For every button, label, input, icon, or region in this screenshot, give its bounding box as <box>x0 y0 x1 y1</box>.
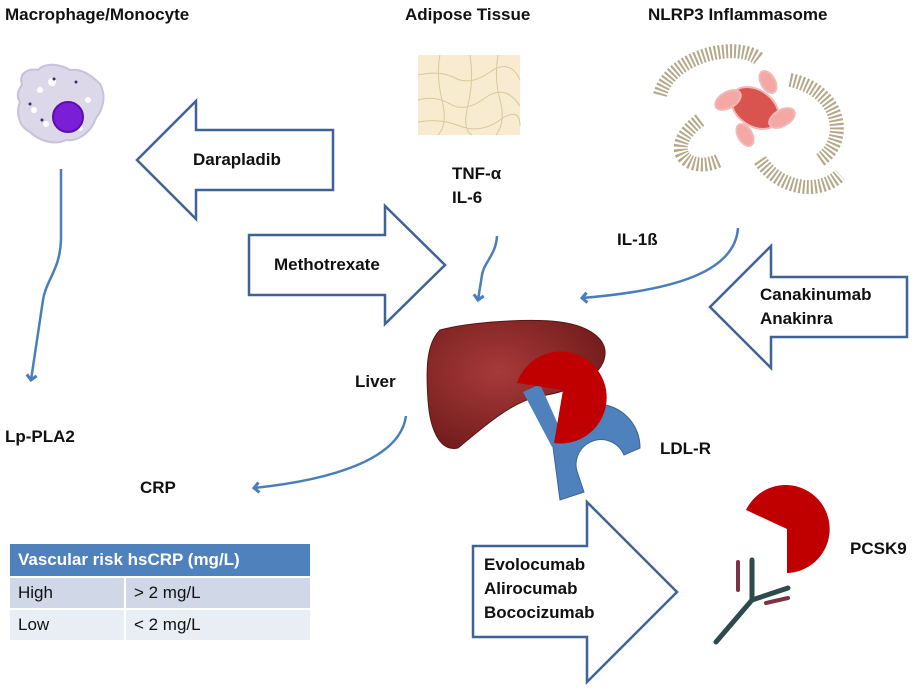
pcsk9-inhibitors-label: Evolocumab Alirocumab Bococizumab <box>484 555 595 622</box>
canakinumab-arrow <box>708 242 909 372</box>
macrophage-to-lppla2-arrow <box>31 169 63 380</box>
hscrp-risk-table: Vascular risk hsCRP (mg/L) High > 2 mg/L… <box>10 544 310 640</box>
pcsk9-bound-icon <box>517 351 607 444</box>
risk-threshold: > 2 mg/L <box>123 576 310 609</box>
methotrexate-label: Methotrexate <box>274 255 380 274</box>
risk-table-header: Vascular risk hsCRP (mg/L) <box>10 544 310 577</box>
risk-level: High <box>10 576 125 609</box>
pcsk9-free-icon <box>746 485 830 573</box>
lp-pla2-label: Lp-PLA2 <box>5 427 75 446</box>
risk-threshold: < 2 mg/L <box>123 608 310 640</box>
macrophage-icon <box>16 63 105 144</box>
adipose-to-liver-arrow <box>478 235 499 300</box>
adipose-tissue-icon <box>417 54 521 136</box>
liver-label: Liver <box>355 372 396 391</box>
adipose-title: Adipose Tissue <box>405 5 531 24</box>
table-row: Low < 2 mg/L <box>10 608 310 640</box>
ldlr-label: LDL-R <box>660 439 711 458</box>
darapladib-label: Darapladib <box>193 150 281 169</box>
liver-to-crp-arrow <box>254 415 408 488</box>
pcsk9-label: PCSK9 <box>850 539 907 558</box>
pcsk9-inhibitors-arrow <box>471 498 679 686</box>
macrophage-title: Macrophage/Monocyte <box>5 5 190 24</box>
table-row: High > 2 mg/L <box>10 576 310 609</box>
darapladib-arrow <box>135 97 335 223</box>
crp-label: CRP <box>140 478 176 497</box>
tnf-il6-label: TNF-α IL-6 <box>452 164 502 207</box>
il1b-to-liver-arrow <box>582 227 740 298</box>
il1b-label: IL-1ß <box>617 230 658 249</box>
canakinumab-anakinra-label: Canakinumab Anakinra <box>760 285 872 328</box>
methotrexate-arrow <box>247 203 447 327</box>
nlrp3-title: NLRP3 Inflammasome <box>648 5 828 24</box>
risk-level: Low <box>10 608 125 640</box>
antibody-icon <box>713 557 791 645</box>
nlrp3-inflammasome-icon <box>653 44 845 194</box>
